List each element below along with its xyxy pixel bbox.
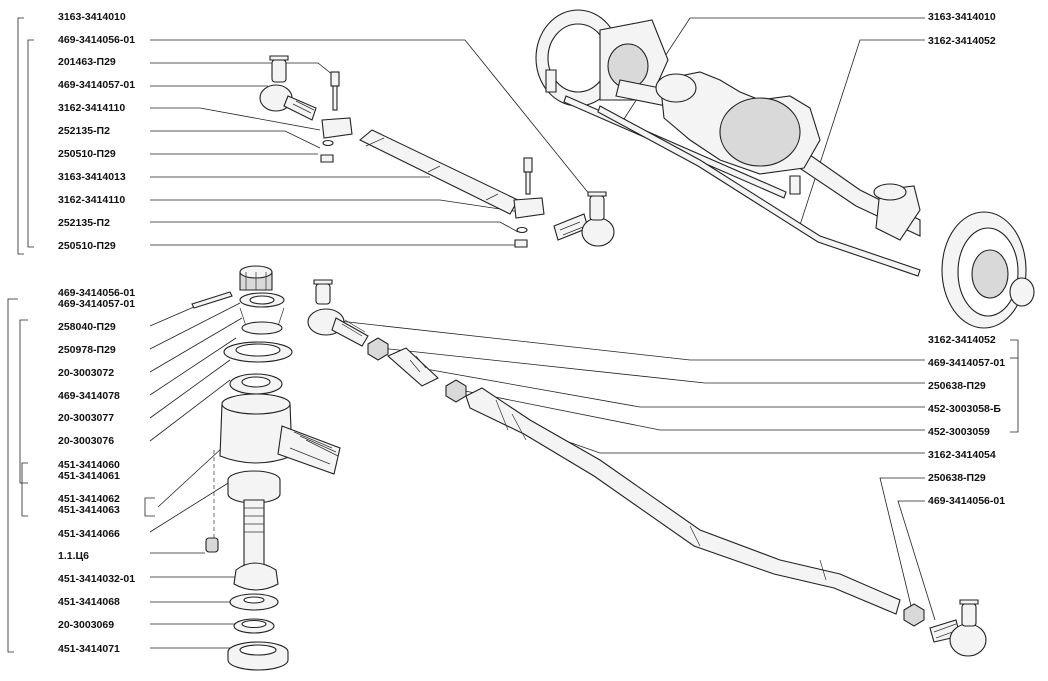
upper-adjusting-tube [358, 129, 519, 215]
upper-clamp-2 [513, 197, 545, 248]
right-hub [873, 183, 1035, 329]
left-hub [535, 9, 669, 107]
axle-tie-rods [563, 95, 921, 277]
long-rod-left-nut-2 [445, 379, 467, 403]
label-part: 250978-П29 [58, 344, 116, 356]
label-part: 469-3414078 [58, 390, 120, 402]
castle-nut [239, 265, 273, 291]
spring-washer [239, 292, 285, 335]
grease-fitting [205, 537, 219, 553]
label-part: 250510-П29 [58, 148, 116, 160]
upper-bolt [330, 71, 340, 111]
upper-bolt-2 [523, 157, 533, 195]
label-part: 252135-П2 [58, 217, 110, 229]
label-part: 469-3414056-01 [928, 495, 1005, 507]
labels-right: 3163-3414010 3162-3414052 3162-3414052 4… [928, 11, 1005, 507]
ball-pin [233, 499, 279, 591]
label-part: 469-3414057-01 [58, 298, 135, 310]
label-part: 20-3003076 [58, 435, 114, 447]
label-part: 3162-3414054 [928, 449, 996, 461]
label-part: 451-3414063 [58, 504, 120, 516]
threaded-cap [227, 641, 289, 671]
label-part: 3163-3414013 [58, 171, 126, 183]
long-rod-left-nut [367, 337, 389, 361]
front-axle-illustration [535, 9, 1035, 329]
labels-left-top: 3163-3414010 469-3414056-01 201463-П29 4… [58, 11, 135, 252]
label-part: 201463-П29 [58, 56, 116, 68]
label-part: 469-3414057-01 [928, 357, 1005, 369]
label-part: 451-3414071 [58, 643, 120, 655]
label-part: 250638-П29 [928, 472, 986, 484]
upper-clamp [320, 117, 353, 163]
label-part: 3163-3414010 [928, 11, 996, 23]
label-part: 469-3414056-01 [58, 287, 135, 299]
label-part: 3162-3414110 [58, 194, 125, 206]
label-part: 20-3003072 [58, 367, 114, 379]
label-part: 3162-3414052 [928, 35, 996, 47]
axle-right-ball-joint [789, 175, 801, 195]
label-part: 3163-3414010 [58, 11, 126, 23]
brackets [7, 17, 1019, 653]
seal-ring [223, 341, 293, 363]
label-part: 20-3003069 [58, 619, 114, 631]
label-part: 1.1.Ц6 [58, 550, 89, 562]
long-rod-left-ball-joint [307, 279, 369, 347]
long-rod-right-nut [903, 603, 925, 627]
label-part: 451-3414061 [58, 470, 120, 482]
label-part: 451-3414060 [58, 459, 120, 471]
cotter-pin [191, 291, 233, 309]
label-part: 3162-3414110 [58, 102, 125, 114]
label-part: 3162-3414052 [928, 334, 996, 346]
joint-housing [219, 393, 341, 475]
bushing [227, 470, 281, 504]
labels-left-bottom: 469-3414056-01 469-3414057-01 258040-П29… [58, 287, 135, 655]
long-rod-tube [465, 387, 901, 615]
ball-joint-exploded-stack [191, 265, 341, 671]
label-part: 20-3003077 [58, 412, 114, 424]
label-part: 258040-П29 [58, 321, 116, 333]
label-part: 451-3414032-01 [58, 573, 135, 585]
label-part: 451-3414062 [58, 493, 120, 505]
label-part: 250510-П29 [58, 240, 116, 252]
upper-left-ball-joint [259, 55, 317, 121]
leader-lines [149, 17, 936, 649]
long-rod-right-ball-joint [929, 599, 987, 657]
label-part: 250638-П29 [928, 380, 986, 392]
long-rod-left-sleeve [386, 347, 439, 387]
insert [229, 373, 283, 395]
label-part: 252135-П2 [58, 125, 110, 137]
differential-housing [655, 71, 821, 175]
upper-right-ball-joint [553, 191, 615, 247]
label-part: 452-3003059 [928, 426, 990, 438]
label-part: 451-3414068 [58, 596, 120, 608]
label-part: 469-3414057-01 [58, 79, 135, 91]
label-part: 452-3003058-Б [928, 403, 1001, 415]
label-part: 469-3414056-01 [58, 34, 135, 46]
label-part: 451-3414066 [58, 528, 120, 540]
axle-left-ball-joint [545, 69, 557, 93]
upper-tie-rod-assembly [259, 55, 615, 248]
long-tie-rod-assembly [307, 279, 987, 657]
